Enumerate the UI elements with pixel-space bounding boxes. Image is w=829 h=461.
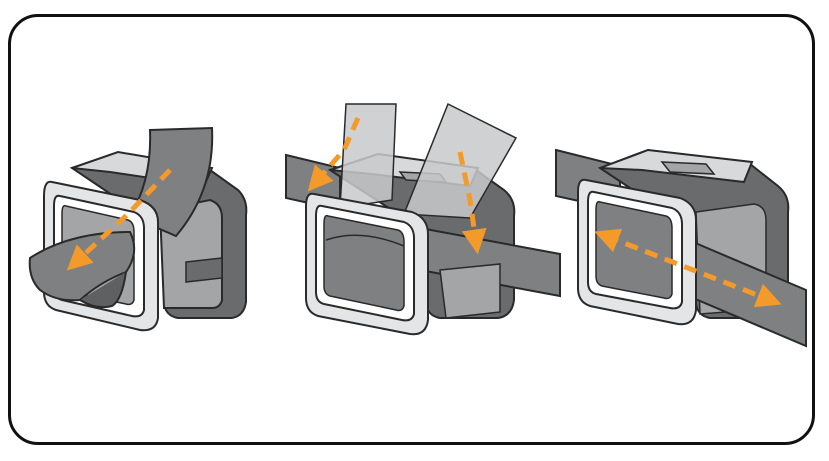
step-3-tighten-strap <box>555 148 807 348</box>
buckle <box>305 192 429 336</box>
arrow-icon <box>307 116 361 192</box>
step-1-thread-strap <box>28 126 248 332</box>
step-2-fold-strap <box>285 102 561 336</box>
arrow-icon <box>457 151 487 255</box>
arrow-icon <box>66 168 172 271</box>
buckle <box>577 178 697 326</box>
strap-translucent-left <box>339 103 397 209</box>
arrow-icon <box>594 228 782 308</box>
